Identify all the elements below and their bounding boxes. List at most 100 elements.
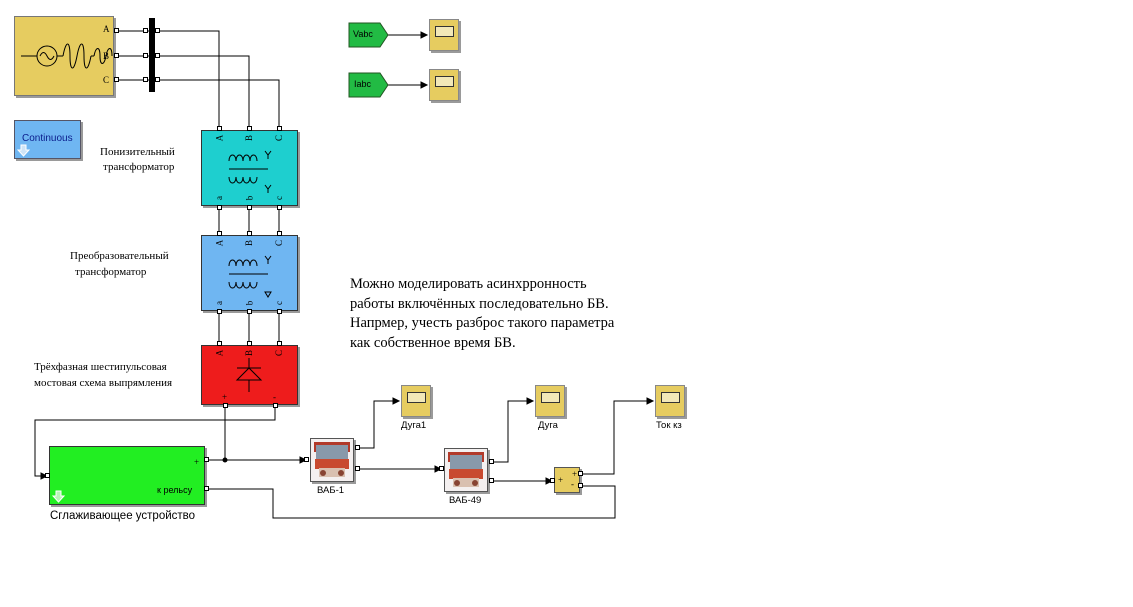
scope-screen-icon [407, 392, 426, 403]
t2-out-b[interactable] [247, 309, 252, 314]
rectifier-title-line1: Трёхфазная шестипульсовая [34, 361, 167, 373]
comment-line-1: Можно моделировать асинхрронность [350, 276, 587, 292]
vab49-in[interactable] [439, 466, 444, 471]
smoothing-device-block[interactable]: + к рельсу [49, 446, 205, 505]
powergui-label: Continuous [22, 133, 73, 144]
source-port-b[interactable] [114, 53, 119, 58]
t2-in-b[interactable] [247, 231, 252, 236]
source-port-label-b: B [103, 51, 110, 61]
from-block-iabc[interactable] [348, 72, 390, 98]
vab1-out[interactable] [355, 466, 360, 471]
bus-port-a[interactable] [143, 28, 148, 33]
converter-transformer-block[interactable]: A B C a b c [201, 235, 298, 311]
t1-bottom-port-label-a: a [214, 196, 224, 200]
t2-out-c[interactable] [277, 309, 282, 314]
transformer1-title-line1: Понизительный [100, 146, 175, 158]
scope-vabc[interactable] [429, 19, 459, 51]
source-port-label-a: A [103, 24, 110, 34]
sum-out[interactable] [578, 471, 583, 476]
smoothing-in[interactable] [45, 473, 50, 478]
t1-out-a[interactable] [217, 205, 222, 210]
t2-top-port-label-b: B [244, 239, 255, 247]
source-port-a[interactable] [114, 28, 119, 33]
scope-screen-icon [661, 392, 680, 403]
smoothing-arrow-icon [52, 490, 66, 503]
rectifier-bridge-block[interactable]: A B C + - [201, 345, 298, 405]
bus-port-c-out[interactable] [155, 77, 160, 82]
rect-in-a[interactable] [217, 341, 222, 346]
step-down-transformer-block[interactable]: A B C a b c [201, 130, 298, 206]
t2-out-a[interactable] [217, 309, 222, 314]
bus-port-b[interactable] [143, 53, 148, 58]
t1-bottom-port-label-c: c [274, 196, 284, 200]
smoothing-out-rail[interactable] [204, 486, 209, 491]
smoothing-out-plus[interactable] [204, 457, 209, 462]
rect-in-b[interactable] [247, 341, 252, 346]
smoothing-label: Сглаживающее устройство [50, 510, 196, 522]
rect-top-port-label-c: C [274, 349, 285, 357]
t2-in-a[interactable] [217, 231, 222, 236]
from-block-vabc[interactable] [348, 22, 390, 48]
breaker-vab-1-label: ВАБ-1 [317, 485, 345, 496]
scope-tok-kz[interactable] [655, 385, 685, 417]
transformer1-title-line2: трансформатор [103, 161, 175, 173]
bus-port-b-out[interactable] [155, 53, 160, 58]
sum-block[interactable]: + - + [554, 467, 580, 493]
from-block-vabc-label: Vabc [353, 29, 373, 39]
scope-duga1[interactable] [401, 385, 431, 417]
smoothing-port-label-plus: + [194, 457, 200, 467]
t1-top-port-label-b: B [244, 134, 255, 142]
t2-bottom-port-label-c: c [274, 301, 284, 305]
rect-bottom-port-label-plus: + [222, 392, 228, 402]
vab49-out-top[interactable] [489, 459, 494, 464]
vab1-out-top[interactable] [355, 445, 360, 450]
scope-duga1-label: Дуга1 [401, 420, 427, 431]
scope-tok-kz-label: Ток кз [656, 420, 682, 431]
scope-screen-icon [435, 76, 454, 87]
bus-port-c[interactable] [143, 77, 148, 82]
comment-line-3: Напрмер, учесть разброс такого параметра [350, 315, 615, 331]
diode-icon [235, 358, 263, 392]
t1-out-b[interactable] [247, 205, 252, 210]
powergui-arrow-icon [17, 144, 31, 157]
transformer2-title-line2: трансформатор [75, 266, 147, 278]
scope-duga[interactable] [535, 385, 565, 417]
bus-bar[interactable] [149, 18, 155, 92]
breaker-image-icon [314, 442, 350, 477]
source-port-label-c: C [103, 75, 110, 85]
scope-duga-label: Дуга [538, 420, 558, 431]
rect-top-port-label-a: A [214, 349, 225, 357]
three-phase-source-block[interactable]: A B C [14, 16, 114, 96]
vab1-in[interactable] [304, 457, 309, 462]
rect-bottom-port-label-minus: - [273, 392, 276, 402]
smoothing-port-label-rail: к рельсу [157, 485, 193, 495]
sum-in-minus[interactable] [578, 483, 583, 488]
t2-bottom-port-label-b: b [244, 300, 255, 306]
vab49-out[interactable] [489, 478, 494, 483]
scope-iabc[interactable] [429, 69, 459, 101]
rectifier-title-line2: мостовая схема выпрямления [34, 377, 173, 389]
scope-screen-icon [435, 26, 454, 37]
t1-in-c[interactable] [277, 126, 282, 131]
breaker-vab-1[interactable] [310, 438, 354, 482]
t1-in-a[interactable] [217, 126, 222, 131]
powergui-continuous-block[interactable]: Continuous [14, 120, 81, 159]
breaker-image-icon [448, 452, 484, 487]
sum-out-plus: + [572, 469, 578, 479]
t2-in-c[interactable] [277, 231, 282, 236]
transformer-winding-icon [228, 255, 272, 298]
bus-port-a-out[interactable] [155, 28, 160, 33]
model-comment: Можно моделировать асинхрронность работы… [350, 275, 614, 353]
rect-out-minus[interactable] [273, 403, 278, 408]
t1-out-c[interactable] [277, 205, 282, 210]
from-block-iabc-label: Iabc [354, 79, 372, 89]
source-port-c[interactable] [114, 77, 119, 82]
rect-in-c[interactable] [277, 341, 282, 346]
sum-in-plus[interactable] [550, 478, 555, 483]
transformer2-title-line1: Преобразовательный [70, 250, 169, 262]
t1-in-b[interactable] [247, 126, 252, 131]
rect-out-plus[interactable] [223, 403, 228, 408]
breaker-vab-49[interactable] [444, 448, 488, 492]
